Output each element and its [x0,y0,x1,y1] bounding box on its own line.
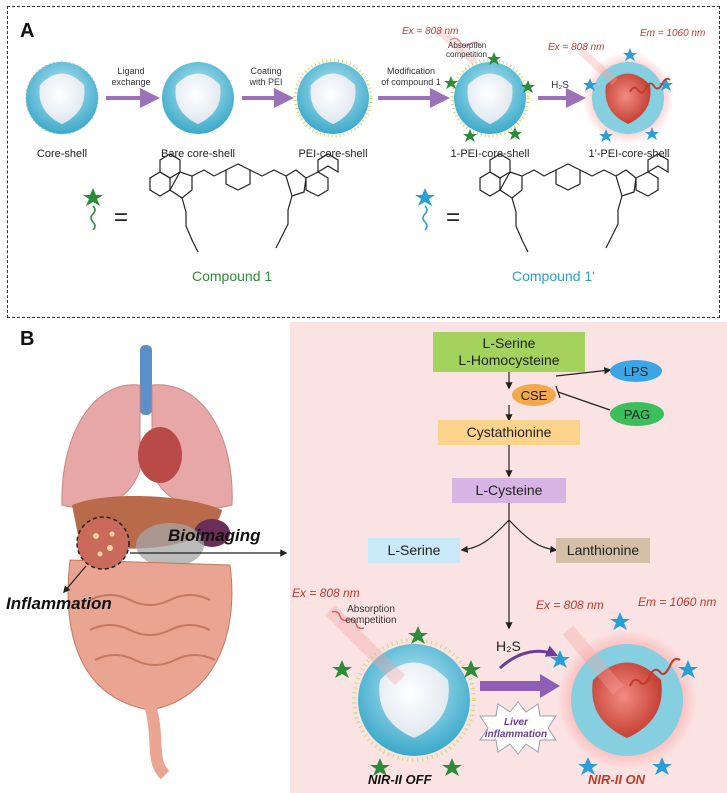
nir-off-particle [325,605,481,776]
ex-label-a2: Ex = 808 nm [548,42,605,53]
compound-1-label: Compound 1 [192,268,273,284]
stage-label-bare-core-shell: Bare core-shell [161,148,235,160]
nir-on-particle [550,612,698,775]
em-label-a: Em = 1060 nm [640,28,706,39]
arrow-label-h2s-a: H₂S [551,80,569,91]
bioimaging-label: Bioimaging [168,526,261,545]
arrow-label-coating-1: Coating [250,66,282,76]
compound-1-structure [149,153,339,253]
equals-sign-1: = [114,204,129,231]
serine-product-box: L-Serine [368,538,460,563]
homocysteine-text: L-Homocysteine [458,352,560,368]
competition-label-a: competition [446,50,487,59]
arrow-label-coating-2: with PEI [249,77,283,87]
cse-oval: CSE [512,384,556,406]
panel-a-letter: A [20,20,35,42]
compound1p-pei-core-shell-particle [577,47,674,144]
arrow-label-ligand-2: exchange [111,77,151,87]
cysteine-box: L-Cysteine [452,478,566,503]
compound1-pei-core-shell-particle [435,26,535,142]
nir-off-label: NIR-II OFF [368,772,432,787]
pei-core-shell-particle [293,58,373,138]
stage-label-1p-pei-core-shell: 1'-PEI-core-shell [588,148,670,160]
panel-a [7,6,720,318]
bare-core-shell-particle [162,62,234,134]
pag-oval: PAG [610,402,664,426]
equals-sign-2: = [446,204,461,231]
lanthionine-box: Lanthionine [556,538,650,563]
nir-on-label: NIR-II ON [588,772,646,787]
panel-a-graphics [25,26,674,253]
stage-label-pei-core-shell: PEI-core-shell [298,148,368,160]
compound-1p-label: Compound 1' [512,268,595,284]
arrow-label-modification-2: of compound 1 [381,77,441,87]
stage-label-core-shell: Core-shell [36,148,88,160]
ex-label-a1: Ex = 808 nm [402,26,459,37]
h2s-label: H₂S [496,638,521,654]
serine-text: L-Serine [482,335,536,351]
ex-label-b-right: Ex = 808 nm [536,598,604,612]
em-label-b-right: Em = 1060 nm [638,595,717,609]
lps-oval: LPS [610,360,662,382]
panel-b-letter: B [20,328,35,350]
ex-label-b-left: Ex = 808 nm [292,586,360,600]
competition-label-b: competition [345,615,397,626]
absorption-label-b: Absorption [347,604,395,615]
liver-label-1: Liver [504,717,528,728]
compound-1p-structure [479,153,669,253]
liver-label-2: inflammation [484,729,548,740]
arrow-label-modification-1: Modification [386,66,436,76]
cystathionine-box: Cystathionine [438,420,580,445]
arrow-label-ligand-1: Ligand [117,66,145,76]
inflammation-label: Inflammation [6,594,112,613]
stage-label-1-pei-core-shell: 1-PEI-core-shell [450,148,530,160]
human-anatomy-illustration [61,345,233,780]
serine-homocysteine-box: L-Serine L-Homocysteine [433,332,585,372]
core-shell-particle [25,61,99,135]
absorption-label-a: Absorption [448,41,487,50]
